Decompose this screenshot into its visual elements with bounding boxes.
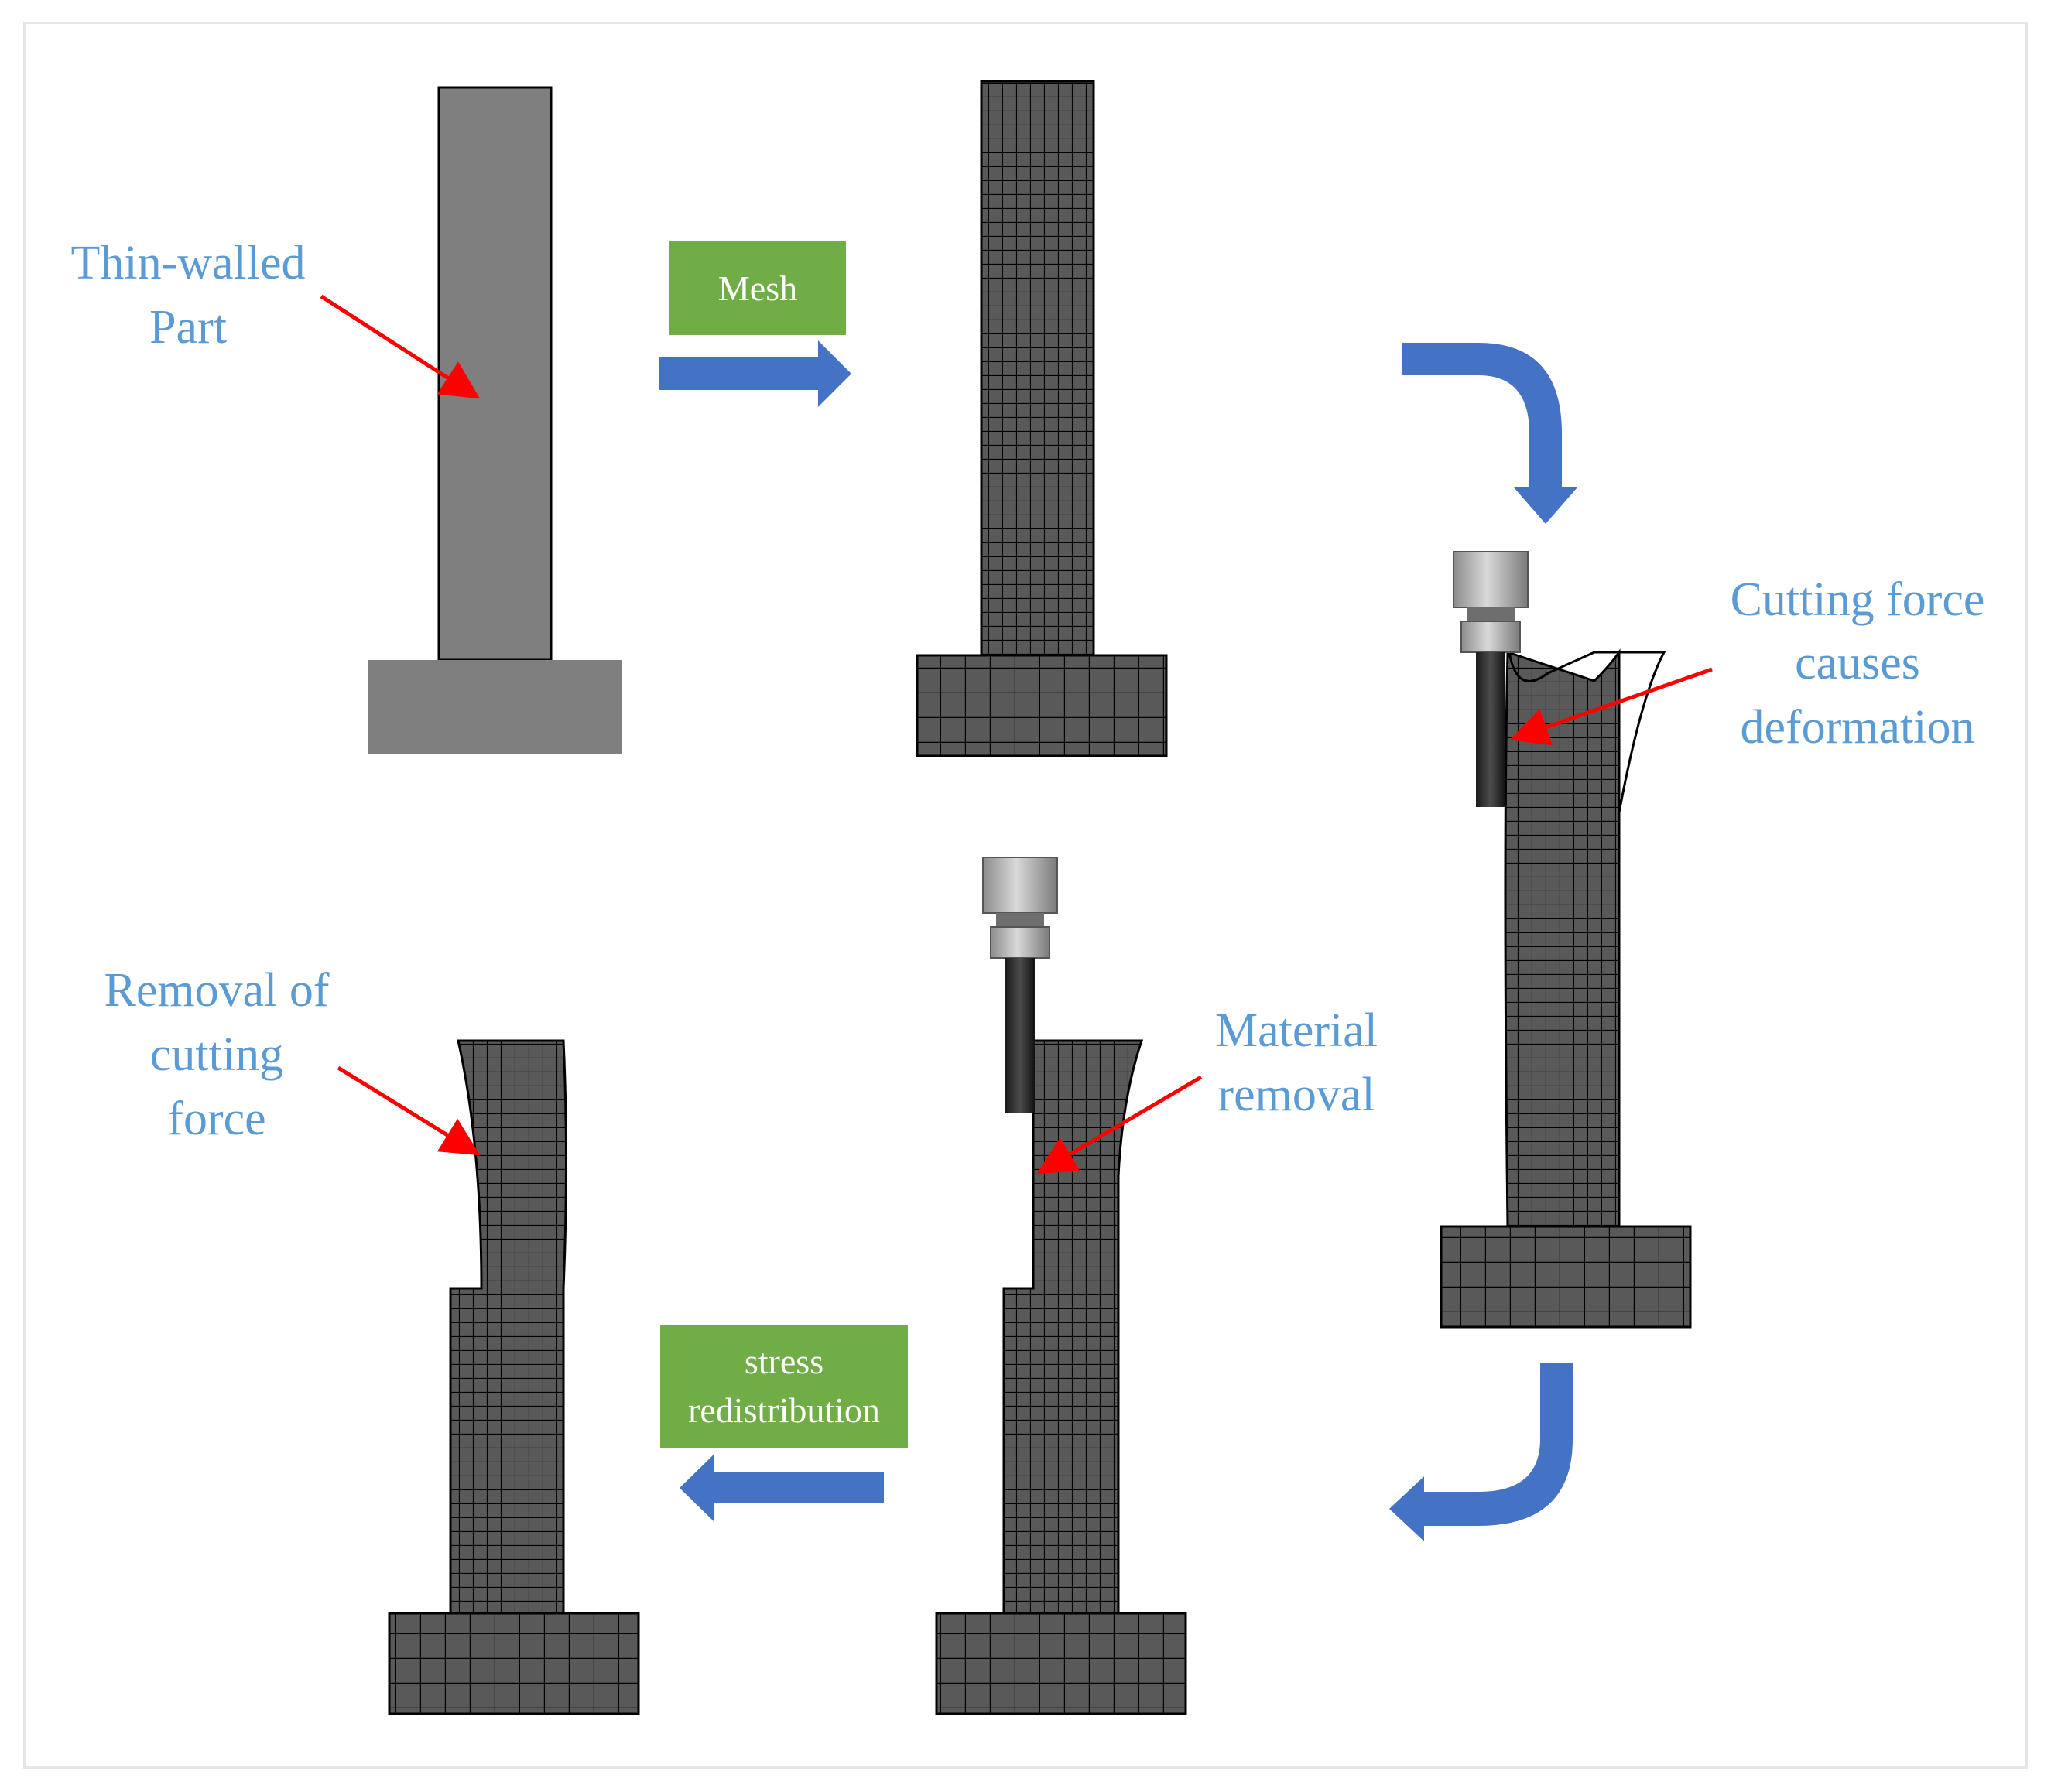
thin-walled-part-label-line2: Part [149, 301, 227, 354]
stress-redistribution-step: stress redistribution [660, 1325, 908, 1521]
relaxed-part [388, 1039, 640, 1715]
pointer-arrow-removal [337, 1065, 481, 1156]
material-removal-part [935, 1039, 1187, 1715]
stress-redistribution-label-line1: stress [745, 1342, 823, 1381]
material-removal-label-line2: removal [1217, 1069, 1375, 1121]
milling-tool-2 [982, 857, 1058, 1113]
stress-redistribution-box [660, 1325, 908, 1448]
milling-tool-1 [1453, 551, 1529, 807]
mesh-step: Mesh [659, 241, 851, 407]
cutting-force-label-line1: Cutting force [1731, 573, 1985, 626]
meshed-part [916, 80, 1168, 757]
cutting-force-label-line3: deformation [1740, 701, 1974, 754]
pointer-arrow-cutting-force [1509, 667, 1713, 746]
figure-frame [23, 22, 2028, 1769]
thin-walled-part-label: Thin-walled Part [70, 237, 305, 354]
mesh-box [669, 241, 846, 335]
deformed-part [1440, 648, 1692, 1329]
cutting-force-label-line2: causes [1795, 637, 1920, 689]
flow-arrow-curved-down [1402, 343, 1577, 524]
removal-cutting-force-label-line1: Removal of [104, 964, 330, 1017]
removal-cutting-force-label-line3: force [167, 1093, 265, 1145]
removal-cutting-force-label: Removal of cutting force [104, 964, 330, 1145]
solid-part [368, 86, 622, 754]
mesh-label: Mesh [718, 268, 797, 308]
pointer-arrow-part [320, 294, 481, 399]
cutting-force-label: Cutting force causes deformation [1731, 573, 1985, 754]
material-removal-label-line1: Material [1215, 1004, 1378, 1057]
flow-arrow-right [659, 340, 851, 407]
flow-arrow-left [680, 1455, 884, 1521]
thin-walled-part-label-line1: Thin-walled [70, 237, 305, 289]
pointer-arrow-material-removal [1036, 1075, 1203, 1175]
removal-cutting-force-label-line2: cutting [150, 1028, 283, 1081]
material-removal-label: Material removal [1215, 1004, 1378, 1121]
stress-redistribution-label-line2: redistribution [688, 1390, 880, 1430]
flow-arrow-curved-left [1389, 1363, 1573, 1541]
